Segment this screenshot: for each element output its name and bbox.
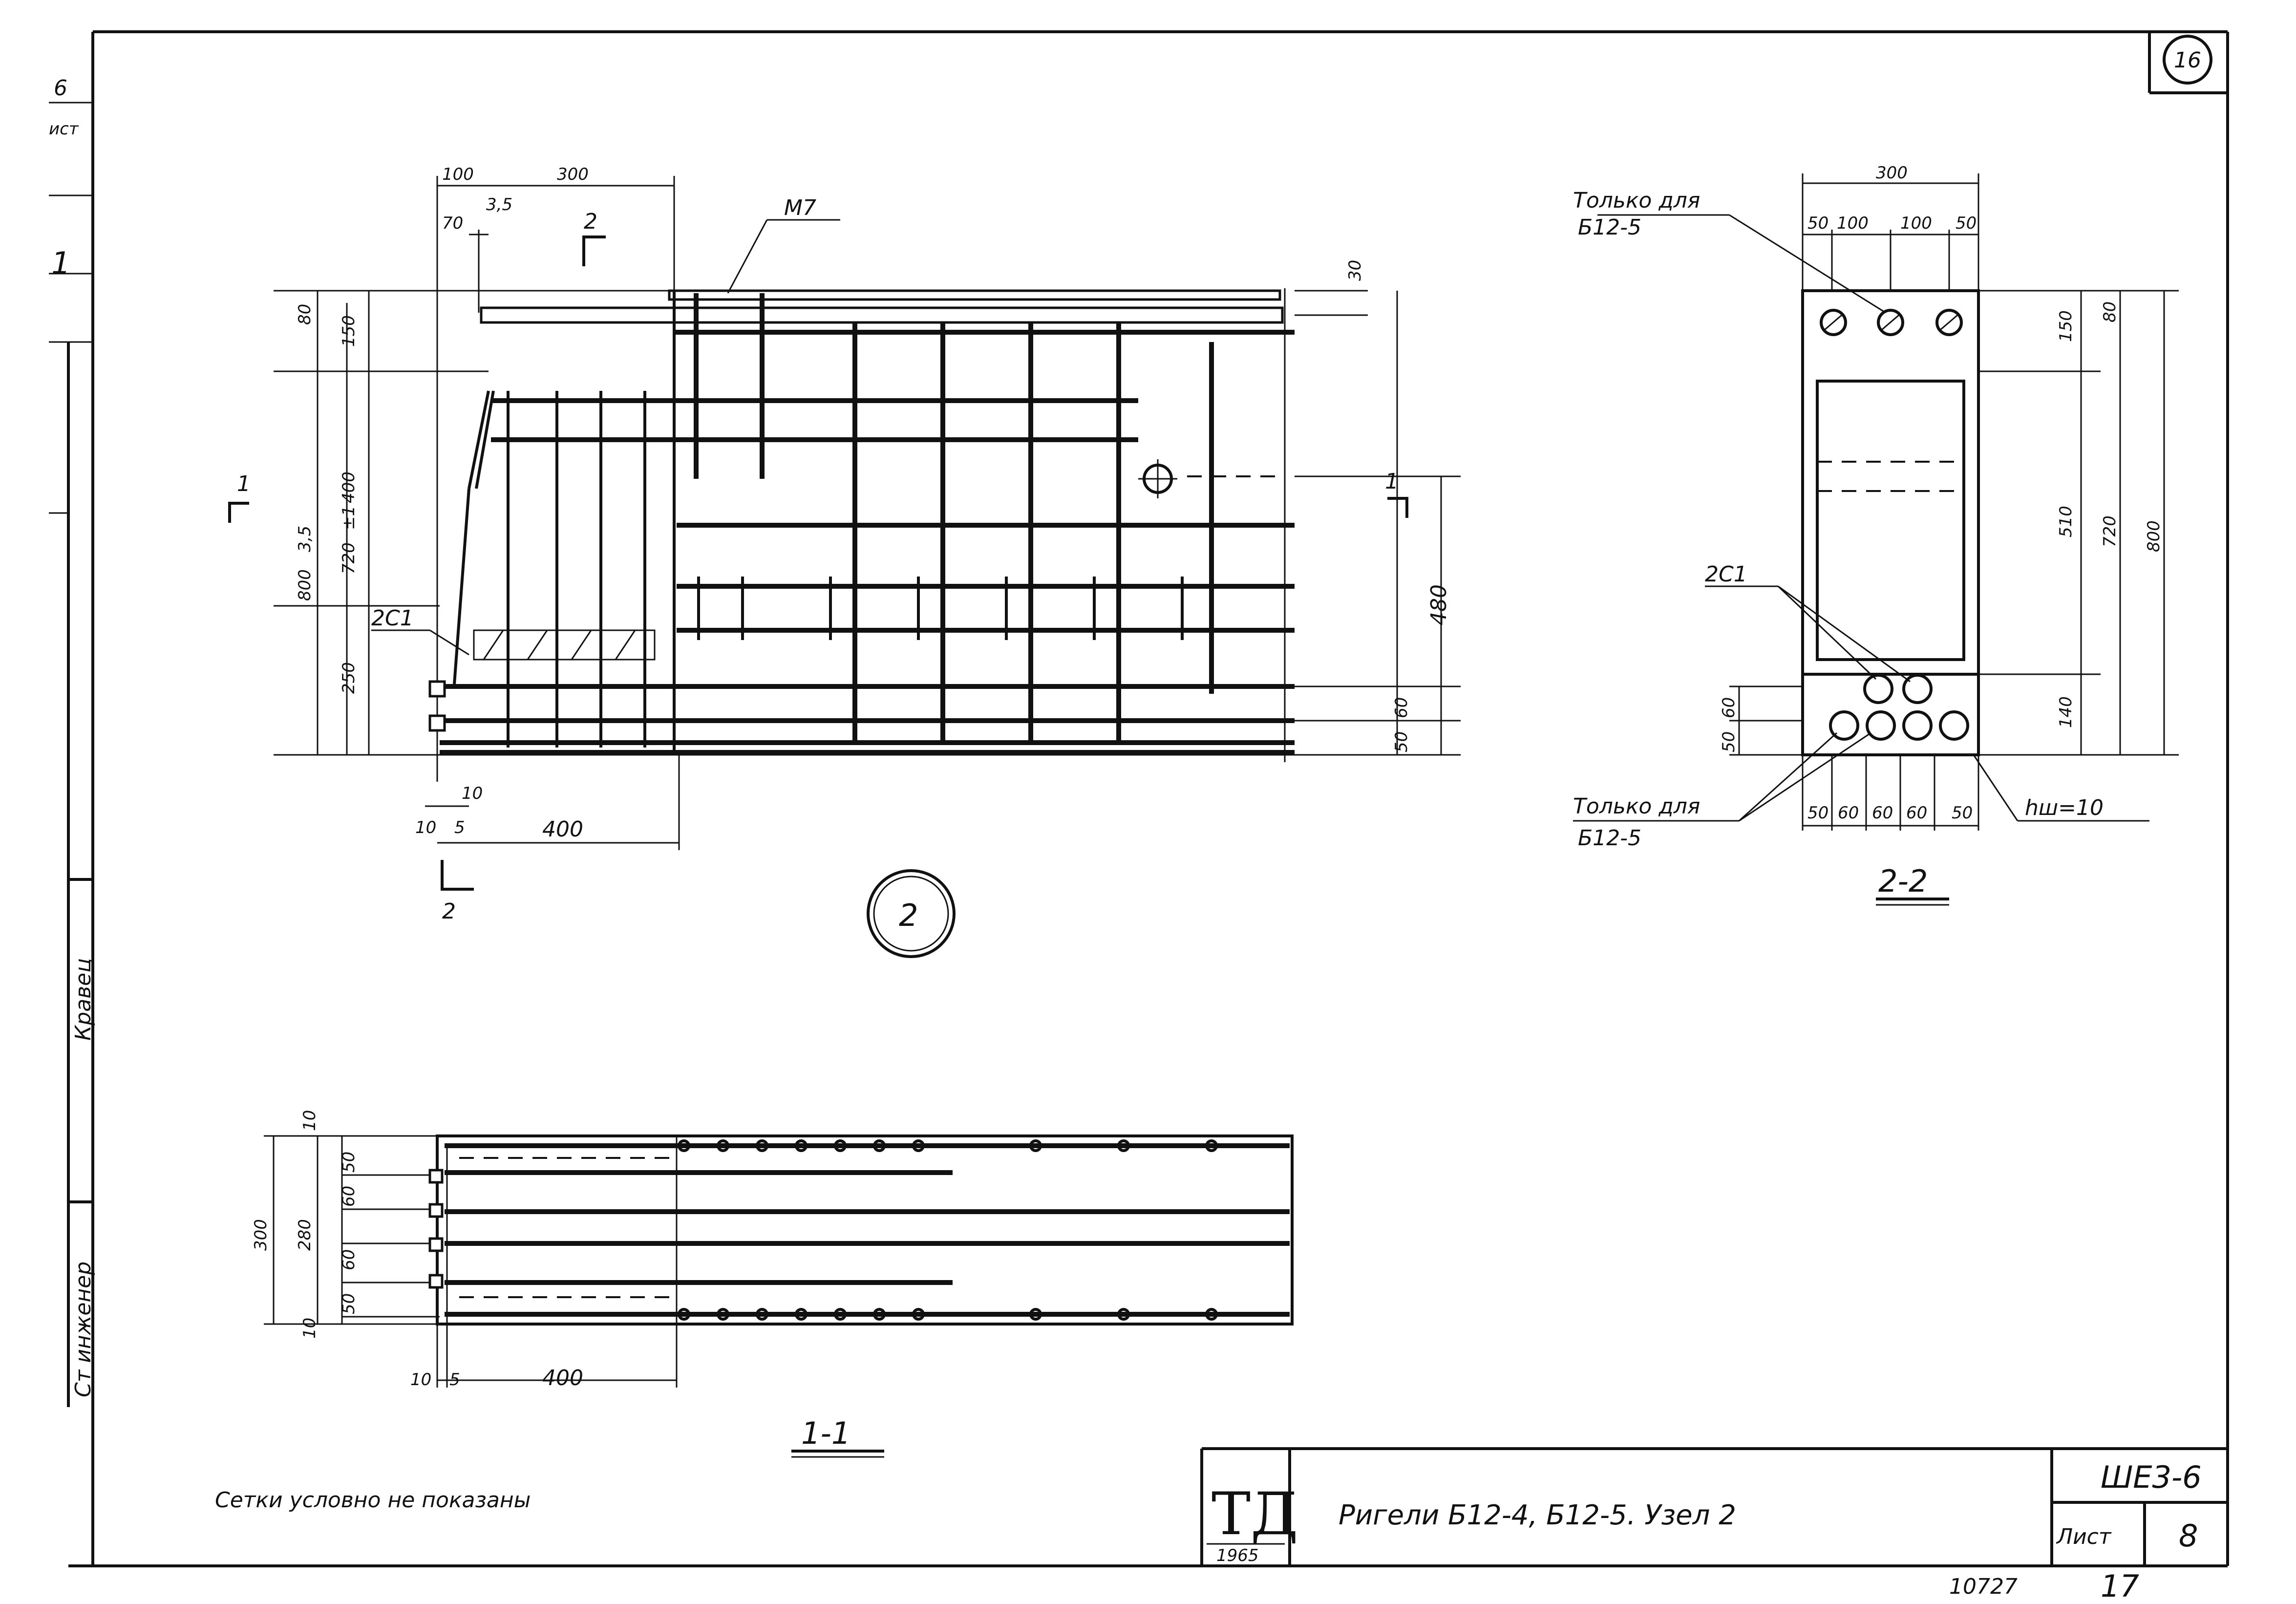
archive-stamp-b: 17	[2101, 1568, 2139, 1604]
s22-dim-720: 720	[2100, 515, 2120, 547]
box-p1-left: ±1	[339, 506, 359, 530]
dim-720: 720	[339, 542, 359, 574]
s11-dim-400: 400	[542, 1366, 583, 1390]
dim-5: 5	[454, 818, 465, 837]
s22-dim-50: 50	[1719, 731, 1739, 752]
dim-10b: 10	[415, 818, 436, 837]
s11-dim-10-top: 10	[300, 1110, 319, 1131]
s22-bottom-dim-3: 60	[1872, 803, 1893, 823]
node-circle-number: 2	[899, 898, 918, 933]
section-1-1	[264, 1134, 1294, 1458]
title-block-code: ШЕ3-6	[2101, 1459, 2202, 1495]
s11-side-dim-4: 50	[339, 1293, 359, 1314]
section-1-1-labels: 10 300 280 50 60 60 50 10 10 5 400 1-1	[251, 1110, 850, 1451]
s22-only-for-top-2: Б12-5	[1578, 215, 1641, 240]
s22-bottom-dim-1: 50	[1807, 803, 1828, 823]
tag-m7: М7	[784, 195, 816, 220]
s22-hsh: hш=10	[2025, 795, 2104, 820]
s11-side-dim-1: 50	[339, 1152, 359, 1173]
main-elevation-labels: 100 300 70 3,5 2 М7 30 80 150 400 250 80…	[237, 165, 1451, 933]
s22-dim-300: 300	[1876, 163, 1908, 183]
s11-side-dim-2: 60	[339, 1186, 359, 1207]
sheet-number-box: 16	[2148, 32, 2228, 94]
s22-only-for-top: Только для	[1573, 188, 1700, 213]
strip-mark-a: 6	[54, 76, 67, 101]
drawing-note: Сетки условно не показаны	[215, 1488, 531, 1513]
s22-dim-800: 800	[2144, 520, 2164, 552]
title-block-logo: ТД	[1212, 1480, 1298, 1548]
s11-dim-5: 5	[449, 1370, 460, 1390]
dim-150: 150	[339, 315, 359, 347]
s22-bottom-dim-2: 60	[1838, 803, 1859, 823]
strip-mark-c: 1	[51, 245, 70, 281]
s22-tag-2c1: 2С1	[1705, 562, 1747, 587]
dim-250: 250	[339, 662, 359, 694]
s22-dim-100-b: 100	[1900, 214, 1932, 233]
s11-dim-10: 10	[410, 1370, 431, 1390]
s22-dim-510: 510	[2056, 506, 2076, 537]
section-mark-1-right: 1	[1385, 469, 1399, 494]
drawing-frame	[49, 30, 2229, 1567]
section-mark-2-top: 2	[584, 209, 597, 234]
s22-only-for-bottom: Только для	[1573, 794, 1700, 819]
s11-side-dim-3: 60	[339, 1249, 359, 1270]
dim-50: 50	[1392, 731, 1411, 752]
title-block-caption: Ригели Б12-4, Б12-5. Узел 2	[1339, 1499, 1736, 1531]
archive-stamp-a: 10727	[1949, 1574, 2018, 1599]
s22-bottom-dim-4: 60	[1906, 803, 1927, 823]
strip-mark-b: ист	[49, 119, 79, 139]
title-block-sheet-label: Лист	[2056, 1524, 2112, 1549]
left-strip: 6 ист 1 Кравец Ст инженер	[49, 76, 96, 1397]
s22-dim-140: 140	[2056, 696, 2076, 728]
section-mark-2-bottom: 2	[442, 899, 456, 924]
title-block-sheet-number: 8	[2179, 1518, 2198, 1554]
dim-300: 300	[557, 165, 589, 184]
s22-dim-50-left: 50	[1807, 214, 1828, 233]
strip-role: Ст инженер	[71, 1262, 96, 1397]
section-2-2-labels: 300 50 100 100 50 Только для Б12-5 150 8…	[1573, 163, 2164, 899]
dim-10: 10	[462, 784, 483, 803]
title-block-year: 1965	[1216, 1546, 1259, 1565]
s22-dim-100-a: 100	[1837, 214, 1869, 233]
s22-bottom-dim-5: 50	[1952, 803, 1973, 823]
main-elevation	[228, 176, 1461, 958]
dim-800: 800	[295, 569, 315, 601]
s22-dim-150: 150	[2056, 310, 2076, 342]
box-35-left: 3,5	[295, 526, 315, 552]
dim-70: 70	[442, 214, 463, 233]
s22-dim-50-right: 50	[1956, 214, 1977, 233]
tag-2c1: 2С1	[371, 606, 414, 631]
box-35: 3,5	[486, 195, 512, 214]
dim-80: 80	[295, 304, 315, 325]
section-2-2	[1573, 173, 2179, 906]
dim-30: 30	[1345, 260, 1365, 281]
s11-dim-280: 280	[295, 1219, 315, 1251]
s11-dim-300: 300	[251, 1219, 271, 1251]
s22-only-for-bottom-2: Б12-5	[1578, 826, 1641, 851]
s11-dim-10-bottom: 10	[300, 1318, 319, 1339]
s22-title: 2-2	[1878, 863, 1928, 899]
dim-60: 60	[1392, 697, 1411, 718]
sheet-circle-number: 16	[2174, 48, 2201, 73]
section-mark-1-left: 1	[237, 471, 251, 496]
dim-400-bottom: 400	[542, 817, 583, 842]
dim-480: 480	[1426, 584, 1451, 625]
strip-name-kravets: Кравец	[71, 958, 96, 1041]
dim-400: 400	[339, 471, 359, 503]
title-block	[1200, 1447, 2228, 1566]
s22-dim-60: 60	[1719, 697, 1739, 718]
dim-100: 100	[442, 165, 474, 184]
s11-title: 1-1	[801, 1415, 850, 1451]
s22-dim-80: 80	[2100, 301, 2120, 322]
